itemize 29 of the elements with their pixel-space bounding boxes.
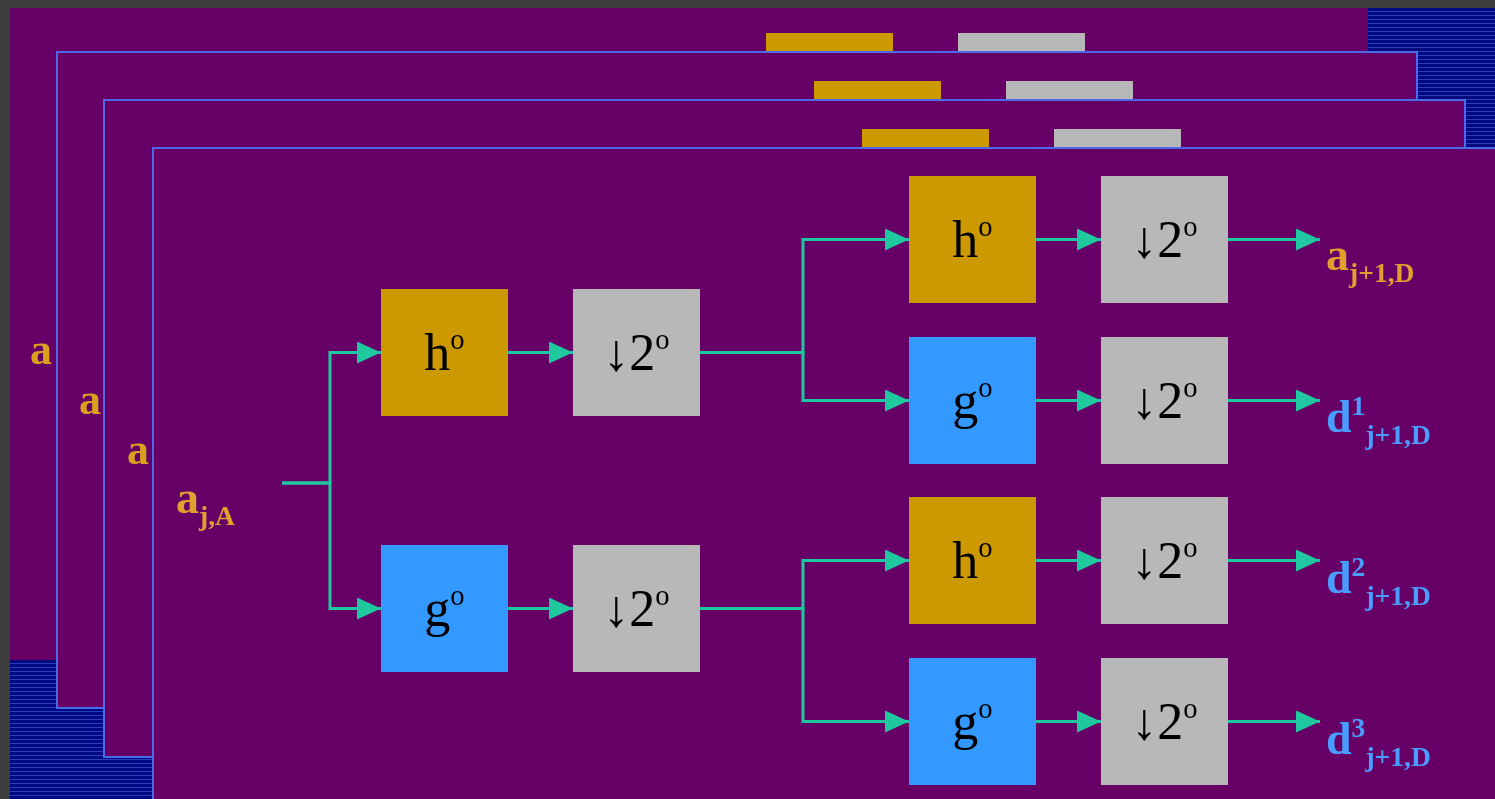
- slide-label: a: [79, 378, 101, 422]
- filter-box: g$^{o}$: [909, 658, 1036, 785]
- arrow: [1228, 389, 1320, 412]
- filter-box: ↓2$^{o}$: [1101, 176, 1228, 303]
- slide-label: a: [30, 328, 52, 372]
- arrow: [1036, 389, 1101, 412]
- filter-box: ↓2$^{o}$: [573, 545, 700, 672]
- arrow: [1228, 710, 1320, 733]
- filter-box: g$^{o}$: [381, 545, 508, 672]
- filter-box: h$^{o}$: [381, 289, 508, 416]
- filter-box: h$^{o}$: [909, 497, 1036, 624]
- filter-box: g$^{o}$: [909, 337, 1036, 464]
- arrow: [1036, 710, 1101, 733]
- slide-label: a: [127, 428, 149, 472]
- arrow: [1036, 228, 1101, 251]
- arrow: [1036, 549, 1101, 572]
- arrow: [1228, 549, 1320, 572]
- input-signal: a$_{j,A}$: [176, 460, 276, 534]
- arrow: [508, 597, 573, 620]
- filter-box: ↓2$^{o}$: [1101, 497, 1228, 624]
- filter-box: ↓2$^{o}$: [573, 289, 700, 416]
- arrow: [1228, 228, 1320, 251]
- arrow: [700, 351, 909, 412]
- arrow: [282, 481, 381, 620]
- output-signal: a$_{j+1,D}$: [1326, 216, 1486, 292]
- filter-box: h$^{o}$: [909, 176, 1036, 303]
- arrow: [508, 341, 573, 364]
- filter-box: ↓2$^{o}$: [1101, 337, 1228, 464]
- filter-box: ↓2$^{o}$: [1101, 658, 1228, 785]
